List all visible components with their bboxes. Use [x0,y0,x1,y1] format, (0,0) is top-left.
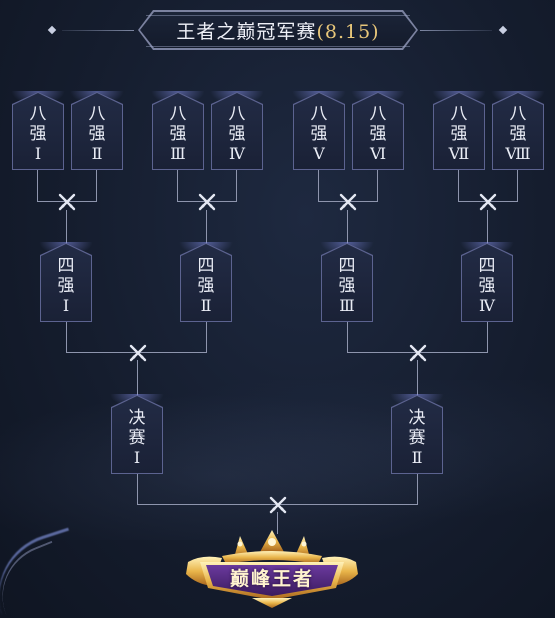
round8-slot-5[interactable]: 八 强 Ⅴ [294,93,344,169]
slot-label-char: 强 [197,275,215,296]
connector [517,168,518,201]
slot-label-char: 决 [408,407,426,428]
round8-slot-4[interactable]: 八 强 Ⅳ [212,93,262,169]
round8-slot-1[interactable]: 八 强 Ⅰ [13,93,63,169]
slot-label-char: 强 [369,124,387,144]
connector [487,210,488,244]
slot-label-char: 八 [450,104,468,124]
slot-number: Ⅰ [34,144,42,163]
crossed-swords-icon [408,343,428,363]
slot-number: Ⅲ [339,295,355,315]
connector [206,210,207,244]
slot-label-char: 强 [57,275,75,296]
round8-slot-3[interactable]: 八 强 Ⅲ [153,93,203,169]
slot-label-char: 八 [369,104,387,124]
round8-slot-6[interactable]: 八 强 Ⅵ [353,93,403,169]
slot-number: Ⅳ [229,144,245,163]
connector [66,320,67,352]
slot-number: Ⅷ [505,144,531,163]
crossed-swords-icon [197,192,217,212]
slot-label-char: 四 [197,255,215,276]
slot-label-char: 四 [57,255,75,276]
header-divider-right [420,30,492,31]
champion-crown-icon [186,530,358,608]
round4-slot-3[interactable]: 四 强 Ⅲ [322,244,372,321]
connector [277,512,278,534]
final-slot-2[interactable]: 决 赛 Ⅱ [392,396,442,473]
slot-label-char: 八 [228,104,246,124]
slot-number: Ⅱ [411,447,423,467]
connector [236,168,237,201]
crossed-swords-icon [268,495,288,515]
crossed-swords-icon [57,192,77,212]
slot-label-char: 赛 [128,427,146,448]
slot-label-char: 强 [29,124,47,144]
slot-number: Ⅱ [91,144,103,163]
round4-slot-2[interactable]: 四 强 Ⅱ [181,244,231,321]
slot-label-char: 四 [478,255,496,276]
slot-number: Ⅴ [313,144,325,163]
connector [487,320,488,352]
title-inner-border [146,15,410,47]
connector [458,168,459,201]
slot-number: Ⅳ [479,295,495,315]
slot-label-char: 强 [478,275,496,296]
diamond-icon [47,25,57,35]
title-date: (8.15) [316,20,380,43]
page-title: 王者之巅冠军赛(8.15) [176,20,380,43]
connector [137,360,138,396]
slot-number: Ⅵ [369,144,387,163]
slot-label-char: 强 [450,124,468,144]
connector [347,210,348,244]
round8-slot-7[interactable]: 八 强 Ⅶ [434,93,484,169]
slot-label-char: 八 [509,104,527,124]
slot-label-char: 强 [509,124,527,144]
slot-label-char: 赛 [408,427,426,448]
connector [417,472,418,504]
champion-crown[interactable]: 巅峰王者 [182,528,362,610]
champion-label: 巅峰王者 [229,568,314,590]
slot-label-char: 八 [88,104,106,124]
title-frame: 王者之巅冠军赛(8.15) [140,12,416,48]
connector [206,320,207,352]
diamond-icon [498,25,508,35]
slot-number: Ⅰ [133,447,141,467]
slot-label-char: 四 [338,255,356,276]
slot-label-char: 决 [128,407,146,428]
slot-number: Ⅲ [170,144,186,163]
slot-label-char: 强 [169,124,187,144]
connector [318,168,319,201]
slot-label-char: 强 [310,124,328,144]
slot-number: Ⅰ [62,295,70,315]
round8-slot-8[interactable]: 八 强 Ⅷ [493,93,543,169]
slot-number: Ⅶ [448,144,470,163]
slot-label-char: 强 [228,124,246,144]
round4-slot-1[interactable]: 四 强 Ⅰ [41,244,91,321]
round8-slot-2[interactable]: 八 强 Ⅱ [72,93,122,169]
slot-number: Ⅱ [200,295,212,315]
connector [137,472,138,504]
slot-label-char: 八 [169,104,187,124]
connector [347,320,348,352]
connector [37,168,38,201]
slot-label-char: 八 [310,104,328,124]
header-divider-left [62,30,134,31]
round4-slot-4[interactable]: 四 强 Ⅳ [462,244,512,321]
slot-label-char: 八 [29,104,47,124]
connector [377,168,378,201]
crossed-swords-icon [478,192,498,212]
connector [417,360,418,396]
crossed-swords-icon [128,343,148,363]
connector [66,210,67,244]
slot-label-char: 强 [338,275,356,296]
slot-label-char: 强 [88,124,106,144]
final-slot-1[interactable]: 决 赛 Ⅰ [112,396,162,473]
connector [177,168,178,201]
crossed-swords-icon [338,192,358,212]
connector [96,168,97,201]
